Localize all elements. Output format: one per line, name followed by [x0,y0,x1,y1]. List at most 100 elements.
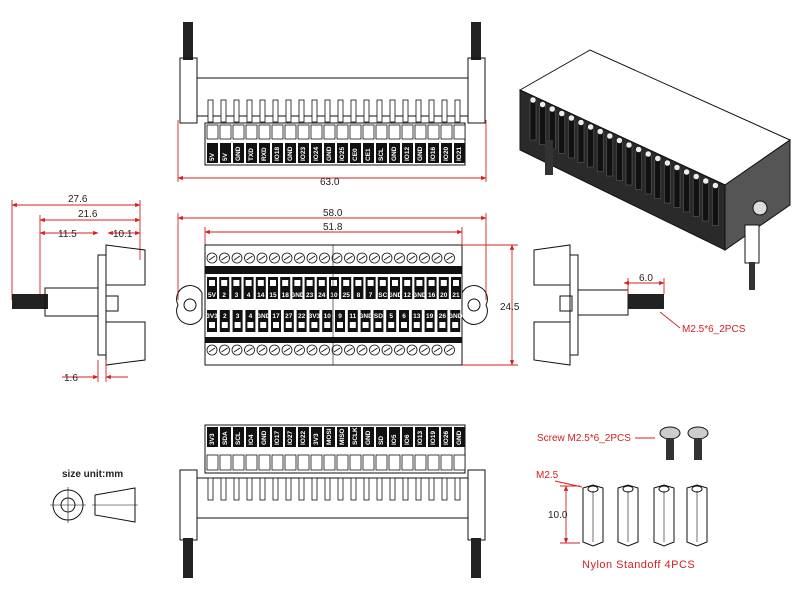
bottom-pin-block [246,427,257,447]
bottom-pin-block [220,427,231,447]
front-pin-bottom [450,310,461,332]
top-view-pin-label: CE1 [365,148,372,161]
bottom-fin [363,477,370,501]
iso-terminal [683,171,690,213]
front-pin-top-label: 18 [282,292,290,299]
bottom-slot [401,454,414,471]
front-pin-top-label: 3 [235,292,239,299]
front-pin-bottom [296,310,307,332]
iso-terminal [625,144,633,186]
iso-terminal [654,158,662,199]
iso-terminal [664,162,671,204]
bottom-view-pin-label: IO22 [300,431,307,445]
front-pin-top [451,277,461,299]
front-pin-top [365,277,376,299]
front-pin-top-label: 21 [452,292,460,299]
front-pin-bottom [386,310,397,332]
bottom-fin [233,477,240,501]
top-view-pin-label: IO23 [300,147,307,161]
bottom-view-pin-label: GND [456,430,463,445]
top-view-pin-label: GND [391,146,398,161]
dim-21-6-label: 21.6 [78,209,98,220]
top-pin-block [220,143,231,163]
front-pin-bottom [322,310,333,332]
bottom-pin-block [441,427,452,447]
iso-screw-left [545,140,553,175]
top-view-pin-label: RXD [261,147,268,161]
kit-screw-1 [666,438,674,460]
top-view-pin-label: SCL [378,148,385,161]
bottom-fin [324,477,331,501]
dim-10-1-label: 10.1 [113,229,133,240]
dim-58-label: 58.0 [323,208,343,219]
bottom-fin [441,477,448,501]
top-fin [233,99,240,123]
front-pin-top [402,277,413,299]
top-pin-block [402,143,413,163]
standoff-thread-label: M2.5 [536,470,559,481]
iso-terminal [577,122,585,163]
bottom-terminal-block [204,424,466,474]
top-pin-block [428,143,439,163]
front-pin-bottom-label: 2 [223,313,227,320]
bottom-view-pin-label: IO27 [287,431,294,445]
right-screw [628,294,664,309]
front-pin-bottom-label: GND [448,313,463,320]
kit-screw-2 [694,438,702,460]
iso-terminal [558,113,566,154]
front-pin-bottom-label: SD [374,313,383,320]
bottom-fin [389,477,396,501]
front-pin-top [390,277,400,299]
top-slot [440,124,453,140]
left-terminal-bottom [105,321,146,366]
top-view-pin-label: GND [287,146,294,161]
bottom-view-pin-label: GND [261,430,268,445]
top-pin-block [285,143,296,163]
front-pin-top-label: GND [290,292,305,299]
bottom-fin [350,477,357,501]
top-slot [388,124,401,140]
front-pin-top-label: 2 [222,292,226,299]
dim-1-6-label: 1.6 [64,373,78,384]
top-post-left [179,57,198,124]
front-pin-bottom [347,310,358,332]
top-fin [337,99,344,123]
bottom-view-pin-label: SCL [235,432,242,445]
top-fin [389,99,396,123]
top-slot [297,124,310,140]
bottom-slot [336,454,349,471]
front-pin-bottom [335,310,345,332]
front-pin-top-label: 24 [318,292,326,299]
top-pin-block [207,143,218,163]
iso-terminal [606,135,614,177]
hardware-kit: Screw M2.5*6_2PCS M2.5 10.0 Nylon Stando… [536,426,709,571]
top-standoff-right [471,22,481,60]
iso-terminal [635,149,642,190]
front-pin-top [255,277,266,299]
iso-view [518,49,792,290]
top-view-pin-label: IO21 [456,147,463,161]
top-fin [350,99,357,123]
dim-6-label: 6.0 [639,273,653,284]
front-pin-bottom-label: 9 [338,313,342,320]
front-pin-top-label: 7 [369,292,373,299]
iso-terminal [587,126,594,168]
bottom-view-pin-label: 3V3 [313,433,320,445]
front-pin-top-label: 23 [306,292,314,299]
bottom-pin-block [298,427,309,447]
front-ear-right [461,285,488,325]
dim-27-6-label: 27.6 [68,194,88,205]
bottom-pin-block [428,427,439,447]
top-slot [232,124,245,140]
top-slot [271,124,284,140]
left-screw [12,294,48,309]
bottom-fin [337,477,344,501]
front-pin-bottom [271,310,281,332]
bottom-pin-block [324,427,335,447]
top-view-pin-label: 5V [209,152,216,161]
front-pin-bottom-label: 13 [413,313,421,320]
bottom-view-pin-label: MOSI [326,428,333,445]
size-unit-label: size unit:mm [62,469,123,480]
bottom-slot [427,454,440,471]
